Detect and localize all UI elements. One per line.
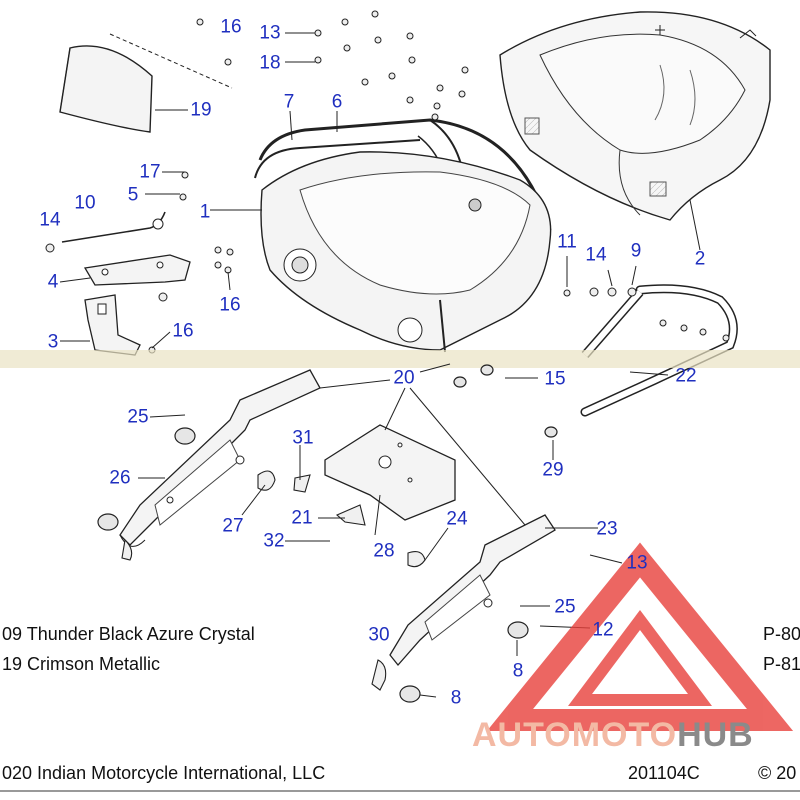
watermark-part1: AUTOMOTO xyxy=(472,716,678,754)
callout-21: 21 xyxy=(291,507,313,529)
callout-16-mid: 16 xyxy=(219,294,241,316)
automotohub-logo xyxy=(486,542,794,731)
callout-31: 31 xyxy=(292,427,314,449)
watermark-text: AUTOMOTOHUB xyxy=(472,718,754,752)
callout-25-left: 25 xyxy=(127,406,149,428)
callout-2: 2 xyxy=(694,248,706,270)
callout-9: 9 xyxy=(630,240,642,262)
callout-11: 11 xyxy=(557,231,577,253)
bushings-part xyxy=(97,364,558,703)
callout-27: 27 xyxy=(222,515,244,537)
callout-23: 23 xyxy=(596,518,618,540)
callout-24: 24 xyxy=(446,508,468,530)
callout-30: 30 xyxy=(368,624,390,646)
lid-cover-part xyxy=(59,33,233,133)
callout-32: 32 xyxy=(263,530,285,552)
right-mount-bracket-part xyxy=(389,514,556,667)
callout-14-right: 14 xyxy=(585,244,607,266)
callout-13-top: 13 xyxy=(259,22,281,44)
callout-17: 17 xyxy=(139,161,161,183)
hardware-bolts-upper xyxy=(45,10,730,354)
callout-14-left: 14 xyxy=(39,209,61,231)
mounting-plate-part xyxy=(324,424,456,521)
latch-plate-part xyxy=(84,294,141,356)
latches-and-clips-part xyxy=(121,470,426,691)
callout-12: 12 xyxy=(592,619,614,641)
callout-16-top: 16 xyxy=(220,16,242,38)
callout-3: 3 xyxy=(47,331,59,353)
legend-line-1: 09 Thunder Black Azure Crystal xyxy=(2,624,255,644)
footer-drawing-number: 201104C xyxy=(628,763,700,783)
legend-code-2: P-81 xyxy=(763,654,800,674)
left-mount-bracket-part xyxy=(119,369,321,547)
callout-29: 29 xyxy=(542,459,564,481)
callout-28: 28 xyxy=(373,540,395,562)
trunk-outer-shell-part xyxy=(499,11,771,221)
callout-18: 18 xyxy=(259,52,281,74)
callout-8-low: 8 xyxy=(450,687,462,709)
callout-15: 15 xyxy=(544,368,566,390)
callout-6: 6 xyxy=(331,91,343,113)
callout-22: 22 xyxy=(675,365,697,387)
footer-copyright-right: © 20 xyxy=(758,763,797,783)
callout-4: 4 xyxy=(47,271,59,293)
scan-seam-band xyxy=(0,350,800,368)
hinge-bracket-part xyxy=(83,254,191,286)
callout-16-low: 16 xyxy=(172,320,194,342)
callout-1: 1 xyxy=(199,201,211,223)
grab-rail-part xyxy=(580,284,738,417)
watermark-part2: HUB xyxy=(677,716,754,754)
callout-19: 19 xyxy=(190,99,212,121)
callout-8-mid: 8 xyxy=(512,660,524,682)
legend-code-1: P-80 xyxy=(763,624,800,644)
footer-rule xyxy=(0,790,800,792)
legend-line-2: 19 Crimson Metallic xyxy=(2,654,161,674)
callout-25-right: 25 xyxy=(554,596,576,618)
footer-copyright: 020 Indian Motorcycle International, LLC xyxy=(2,763,326,783)
callout-20: 20 xyxy=(393,367,415,389)
callout-10: 10 xyxy=(74,192,96,214)
callout-13-low: 13 xyxy=(626,552,648,574)
latch-cable-part xyxy=(61,211,166,243)
callout-26: 26 xyxy=(109,467,131,489)
callout-7: 7 xyxy=(283,91,295,113)
leader-lines xyxy=(59,32,701,698)
callout-5: 5 xyxy=(127,184,139,206)
trunk-inner-box-part xyxy=(260,151,552,353)
